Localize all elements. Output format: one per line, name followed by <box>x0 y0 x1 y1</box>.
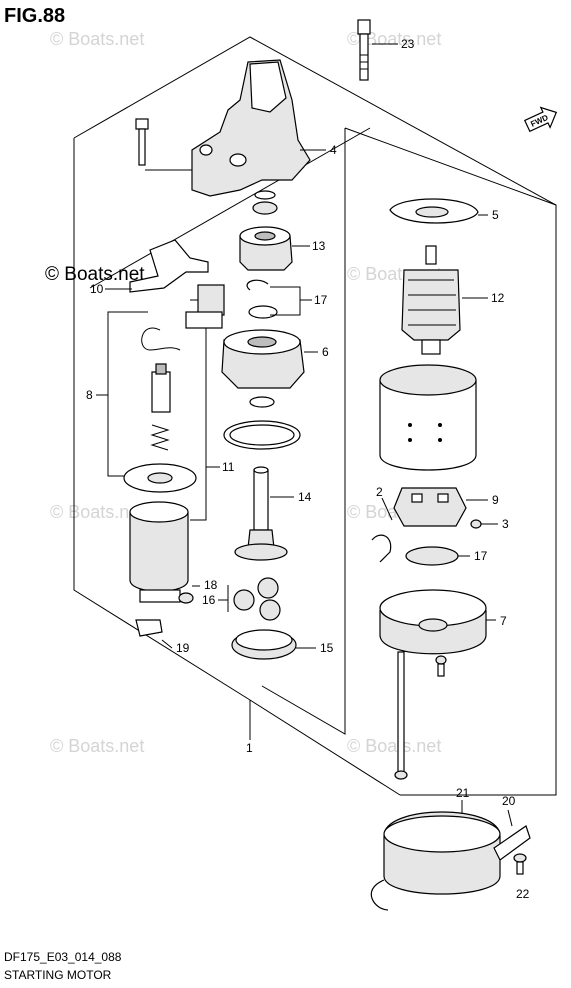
pinion-part-13 <box>239 226 310 271</box>
callout-17-upper: 17 <box>314 293 328 307</box>
callout-6: 6 <box>322 345 329 359</box>
plate-part-17 <box>405 546 470 566</box>
assembly-frame <box>73 36 557 796</box>
end-cover-part-7 <box>379 589 496 655</box>
gears-part-16 <box>218 577 281 621</box>
callout-11: 11 <box>222 460 235 474</box>
figure-title: FIG.88 <box>4 5 65 27</box>
ring <box>249 396 275 408</box>
callout-14: 14 <box>298 490 312 504</box>
screw-small <box>435 655 447 677</box>
watermark: © Boats.net <box>50 736 144 756</box>
callout-4: 4 <box>330 143 337 157</box>
figure-caption: STARTING MOTOR <box>4 968 112 982</box>
callout-22: 22 <box>516 887 530 901</box>
brush-holder-part-9 <box>393 487 488 527</box>
model-code: DF175_E03_014_088 <box>4 950 122 964</box>
callout-8: 8 <box>86 388 93 402</box>
bolt-small <box>135 118 200 171</box>
drive-housing-part-4 <box>191 59 326 197</box>
wire-spring <box>141 327 181 351</box>
bracket-part-20 <box>493 809 531 861</box>
plunger <box>151 363 171 413</box>
callout-15: 15 <box>320 641 334 655</box>
callout-19: 19 <box>176 641 190 655</box>
callout-18: 18 <box>204 578 218 592</box>
bolt-part-23 <box>357 19 398 81</box>
callout-17-lower: 17 <box>474 549 488 563</box>
band-part-21 <box>370 800 501 911</box>
callout-13: 13 <box>312 239 326 253</box>
solenoid-terminal <box>185 284 225 329</box>
coil-spring <box>150 424 170 451</box>
watermark-dark: © Boats.net <box>45 264 145 285</box>
callout-3: 3 <box>502 517 509 531</box>
solenoid-body <box>129 501 189 603</box>
callout-labels: 1 2 3 4 5 6 7 8 9 10 11 12 13 14 15 16 1… <box>86 37 530 901</box>
watermark: © Boats.net <box>50 29 144 49</box>
plate-part-5 <box>389 198 488 224</box>
callout-7: 7 <box>500 614 507 628</box>
gasket <box>223 420 301 450</box>
callout-9: 9 <box>492 493 499 507</box>
callout-21: 21 <box>456 786 470 800</box>
callout-12: 12 <box>491 291 505 305</box>
callout-2: 2 <box>376 485 383 499</box>
through-bolt <box>394 651 408 780</box>
shaft-part-14 <box>234 466 294 561</box>
bolt-part-22 <box>513 853 527 875</box>
group-bracket-8 <box>96 311 148 477</box>
clip-part-17 <box>246 279 312 319</box>
callout-5: 5 <box>492 208 499 222</box>
yoke-housing <box>379 364 477 471</box>
ring-gear-part-15 <box>231 629 316 660</box>
screw-part-3 <box>470 519 498 529</box>
callout-23: 23 <box>401 37 415 51</box>
watermark: © Boats.net <box>347 736 441 756</box>
ring-stack <box>252 190 278 215</box>
fwd-arrow-icon: FWD <box>523 106 558 133</box>
lead-part-2 <box>371 497 393 563</box>
nut-part-18 <box>178 585 200 604</box>
callout-1: 1 <box>246 741 253 755</box>
solenoid-plate <box>123 463 197 493</box>
callout-16: 16 <box>202 593 216 607</box>
callout-10: 10 <box>90 282 104 296</box>
group-bracket-11 <box>190 299 220 521</box>
callout-20: 20 <box>502 794 516 808</box>
gear-housing-part-6 <box>221 329 318 389</box>
shift-lever-part-10 <box>105 239 209 293</box>
armature-part-12 <box>401 245 488 355</box>
clip-part-19 <box>135 619 173 649</box>
